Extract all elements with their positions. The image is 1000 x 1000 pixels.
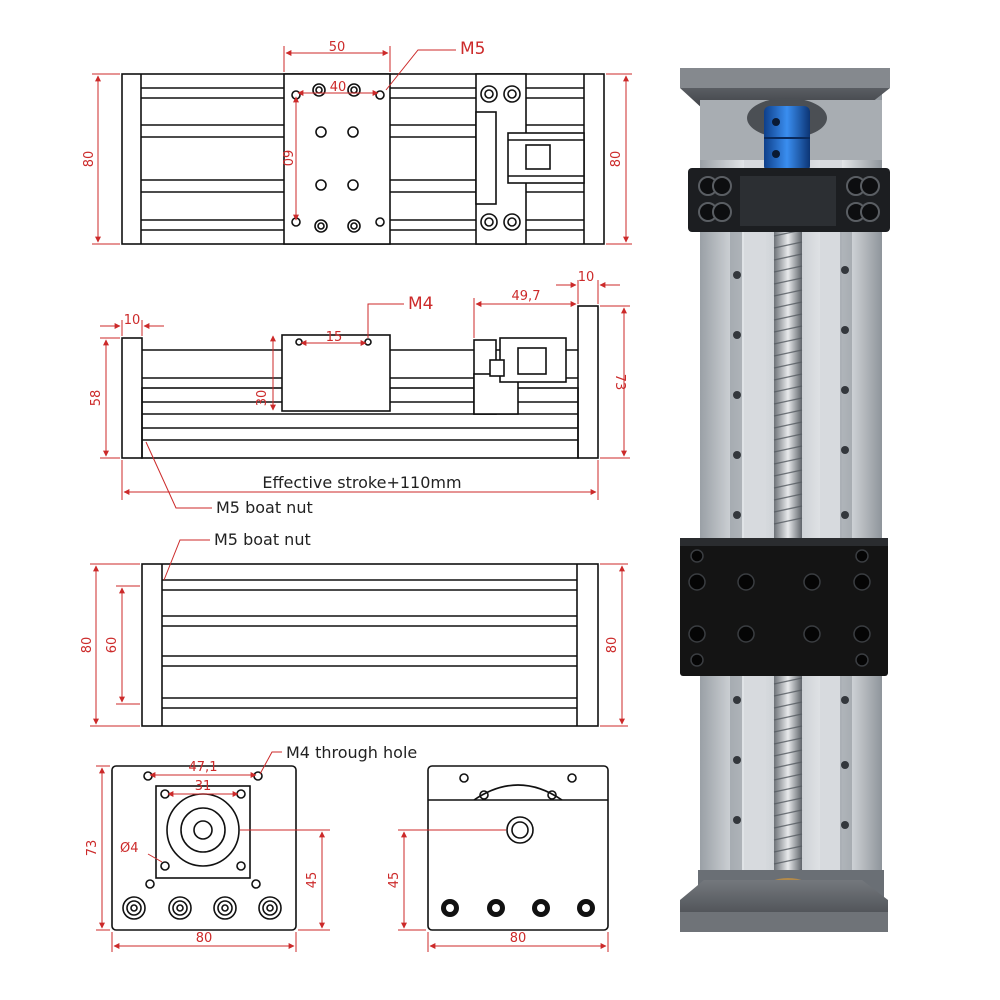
top-carriage bbox=[283, 73, 391, 245]
end-right-dim-45: 45 bbox=[387, 872, 402, 889]
rail-holes-left bbox=[733, 271, 741, 824]
bottom-dim-80-right: 80 bbox=[605, 637, 620, 654]
top-dim-60: 60 bbox=[279, 150, 294, 167]
right-end-holes bbox=[441, 899, 595, 917]
side-motor-mount bbox=[473, 337, 567, 415]
end-left-dim-45: 45 bbox=[305, 872, 320, 889]
bottom-view: M5 boat nut 80 60 80 bbox=[80, 530, 628, 727]
bottom-boat-nut-label: M5 boat nut bbox=[214, 530, 311, 549]
top-callout-m5: M5 bbox=[460, 39, 485, 59]
end-left-dim-47-1: 47,1 bbox=[189, 760, 218, 775]
side-dim-73: 73 bbox=[612, 374, 627, 391]
end-left-dim-dia: Ø4 bbox=[120, 841, 139, 856]
side-dim-10-right: 10 bbox=[578, 270, 595, 285]
bottom-dim-60: 60 bbox=[105, 637, 120, 654]
side-callout-m4: M4 bbox=[408, 294, 433, 314]
end-view-left: 47,1 31 M4 through hole Ø4 73 45 80 bbox=[85, 743, 417, 952]
end-view-right: 45 80 bbox=[387, 765, 609, 952]
bearing-block bbox=[688, 168, 890, 232]
end-right-dim-80: 80 bbox=[510, 931, 527, 946]
side-dim-30: 30 bbox=[255, 390, 270, 407]
bottom-profile-slots bbox=[162, 579, 577, 709]
end-left-callout: M4 through hole bbox=[286, 743, 417, 762]
bottom-end-plate bbox=[680, 870, 888, 932]
rail-holes-right bbox=[841, 266, 849, 829]
bottom-dim-80-left: 80 bbox=[80, 637, 95, 654]
coupler bbox=[764, 106, 810, 172]
left-end-bolts bbox=[122, 896, 282, 920]
side-dim-58: 58 bbox=[89, 390, 104, 407]
side-boat-nut-label: M5 boat nut bbox=[216, 498, 313, 517]
end-left-dim-73: 73 bbox=[85, 840, 100, 857]
side-carriage bbox=[281, 334, 391, 412]
top-end-plate bbox=[680, 68, 890, 160]
end-left-dim-31: 31 bbox=[195, 779, 212, 794]
side-dim-10-left: 10 bbox=[124, 313, 141, 328]
end-left-dim-80: 80 bbox=[196, 931, 213, 946]
top-dim-40: 40 bbox=[330, 80, 347, 95]
side-dim-15: 15 bbox=[326, 330, 343, 345]
side-dim-49-7: 49,7 bbox=[512, 289, 541, 304]
top-dim-80-right: 80 bbox=[609, 151, 624, 168]
side-view: 10 15 M4 49,7 10 58 73 30 Effective stro… bbox=[89, 270, 630, 517]
carriage bbox=[680, 538, 888, 676]
side-stroke-label: Effective stroke+110mm bbox=[262, 473, 461, 492]
top-motor-mount bbox=[475, 73, 585, 245]
top-view: 50 40 60 M5 80 80 bbox=[82, 39, 632, 245]
top-dim-50: 50 bbox=[329, 40, 346, 55]
product-photo bbox=[680, 68, 890, 932]
top-dim-80-left: 80 bbox=[82, 151, 97, 168]
